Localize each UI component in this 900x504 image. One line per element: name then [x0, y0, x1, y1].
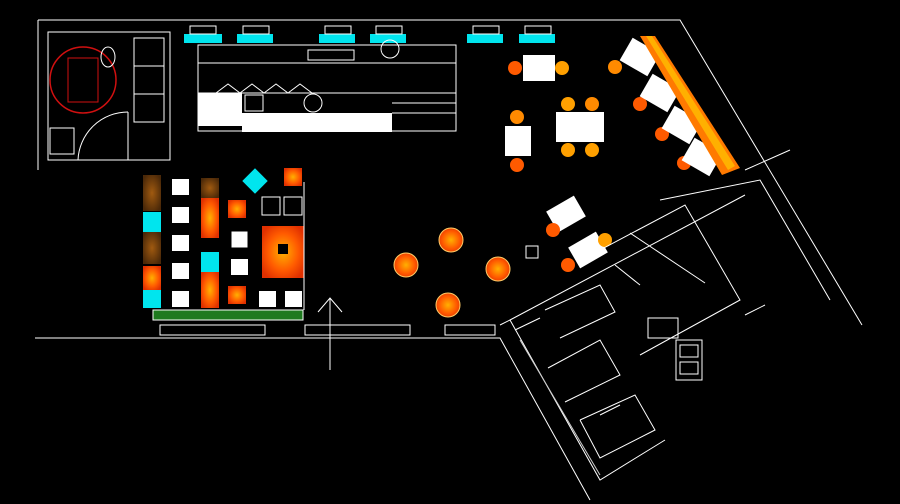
kitchen	[197, 39, 457, 132]
stove-icon	[244, 94, 264, 112]
lounge-seating	[143, 168, 305, 321]
north-arrow-icon	[317, 297, 343, 370]
sink-icon	[49, 127, 75, 155]
planter	[152, 309, 304, 321]
wheelchair-icon	[67, 57, 99, 103]
restroom	[47, 31, 171, 161]
window-frames	[159, 25, 552, 336]
back-of-house	[544, 204, 766, 459]
wheelchair-turning-circle-icon	[49, 46, 117, 114]
windows	[184, 34, 555, 43]
door-swing	[77, 111, 129, 161]
round-stools	[393, 227, 511, 318]
toilet-icon	[100, 46, 116, 68]
exterior-walls	[35, 19, 863, 501]
dining-tables	[505, 36, 740, 272]
